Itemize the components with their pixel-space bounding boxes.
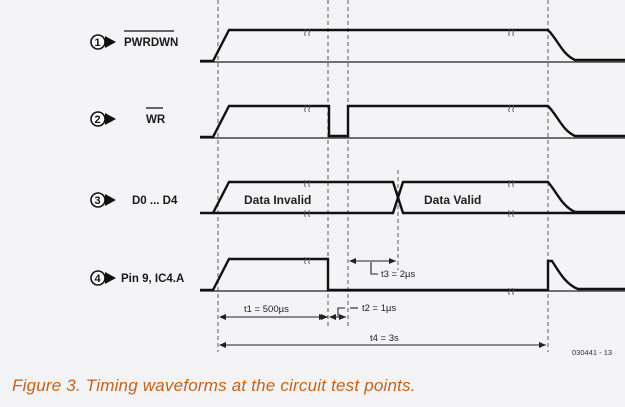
signal-row-2: 2 WR ≀≀ ≀≀ [90, 103, 625, 139]
break-icon: ≀≀ [303, 103, 311, 115]
break-icon: ≀≀ [303, 255, 311, 267]
test-point-number: 4 [95, 273, 102, 285]
break-icon: ≀≀ [507, 103, 515, 115]
data-invalid-label: Data Invalid [244, 193, 311, 207]
break-icon: ≀≀ [507, 27, 515, 39]
break-icon: ≀≀ [303, 208, 311, 220]
t4-annotation: t4 = 3s [219, 333, 546, 348]
guide-lines [217, 0, 549, 352]
data-valid-label: Data Valid [424, 193, 481, 207]
signal-label-wr: WR [146, 114, 166, 126]
t1-annotation: t1 = 500µs [219, 304, 326, 320]
waveform-pwrdwn [200, 28, 625, 63]
waveform-data-top [200, 180, 625, 215]
test-point-marker-2: 2 [90, 111, 116, 127]
test-point-number: 1 [95, 37, 101, 49]
signal-label-pwrdwn: PWRDWN [124, 37, 178, 49]
t2-annotation: t2 = 1µs [320, 303, 397, 320]
t2-label: t2 = 1µs [362, 303, 397, 314]
break-icon: ≀≀ [507, 208, 515, 220]
figure-reference-number: 030441 - 13 [572, 348, 612, 357]
break-icon: ≀≀ [507, 286, 515, 298]
test-point-marker-3: 3 [90, 192, 116, 208]
break-icon: ≀≀ [303, 27, 311, 39]
t1-label: t1 = 500µs [244, 304, 289, 315]
signal-label-d0-d4: D0 ... D4 [132, 195, 178, 207]
signal-row-1: 1 PWRDWN ≀≀ ≀≀ [90, 27, 625, 63]
waveform-data-bottom [213, 180, 625, 215]
waveform-wr [200, 104, 625, 139]
test-point-marker-1: 1 [90, 34, 116, 50]
t3-label: t3 = 2µs [381, 269, 416, 280]
t3-annotation: t3 = 2µs [349, 258, 416, 280]
test-point-number: 2 [95, 114, 101, 126]
waveform-pin9 [200, 257, 625, 292]
break-icon: ≀≀ [507, 178, 515, 190]
signal-label-pin9: Pin 9, IC4.A [121, 273, 184, 285]
test-point-number: 3 [95, 195, 101, 207]
t4-label: t4 = 3s [370, 333, 399, 344]
signal-row-4: 4 Pin 9, IC4.A ≀≀ ≀≀ [90, 255, 625, 298]
figure-caption: Figure 3. Timing waveforms at the circui… [12, 376, 416, 395]
signal-row-3: 3 D0 ... D4 Data Invalid Data Valid ≀≀ ≀… [90, 178, 625, 220]
break-icon: ≀≀ [303, 178, 311, 190]
test-point-marker-4: 4 [90, 270, 116, 286]
